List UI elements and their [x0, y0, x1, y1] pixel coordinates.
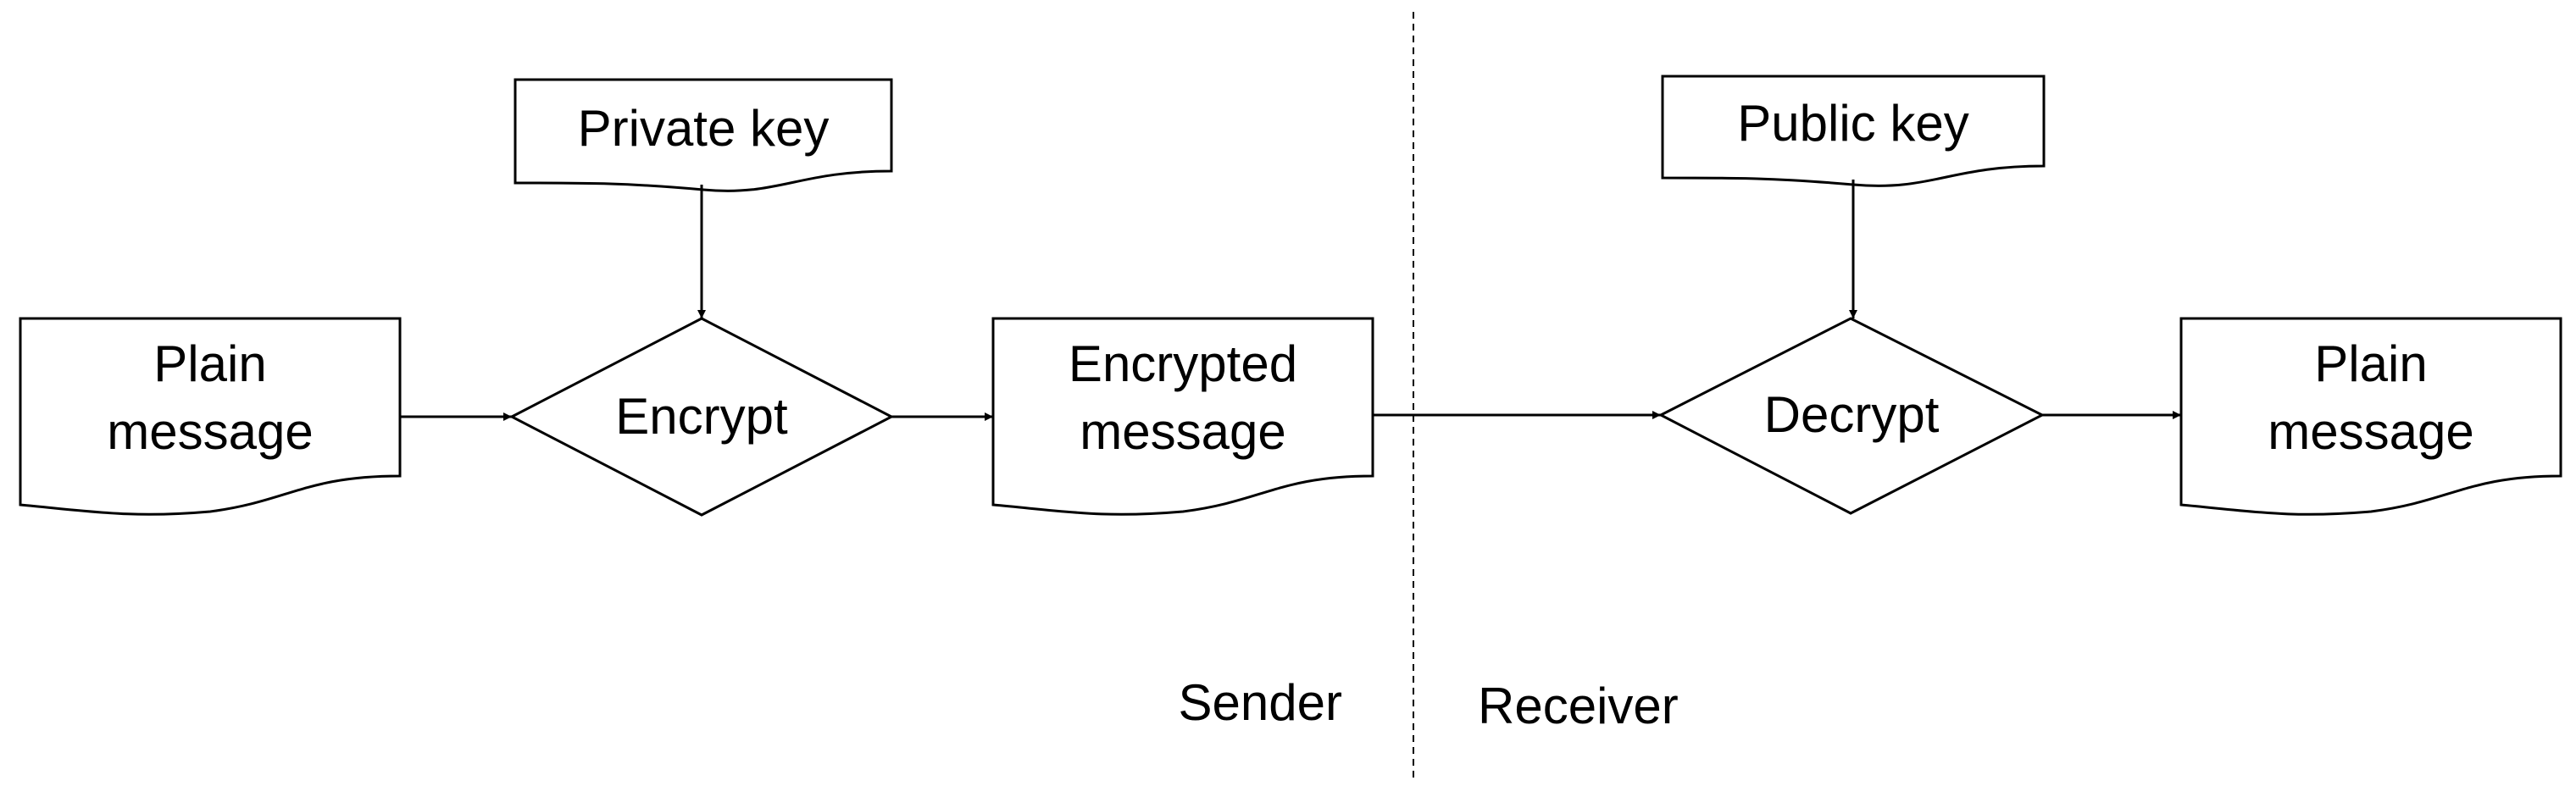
plain-message-source-line-2: message: [107, 403, 313, 460]
encrypted-message-line-1: Encrypted: [1069, 335, 1297, 392]
encrypt-label: Encrypt: [615, 388, 788, 445]
encrypted-message-line-2: message: [1080, 403, 1285, 460]
plain-message-result-line-2: message: [2268, 403, 2473, 460]
private-key-label: Private key: [578, 100, 830, 157]
plain-message-result-line-1: Plain: [2314, 335, 2427, 392]
encrypted-message-document: [991, 317, 1374, 516]
receiver-label: Receiver: [1478, 678, 1679, 734]
decrypt-label: Decrypt: [1764, 386, 1940, 443]
sender-label: Sender: [1179, 674, 1342, 731]
private-key-document: [514, 78, 893, 192]
plain-message-source-document: [19, 317, 402, 516]
plain-message-result-document: [2179, 317, 2562, 516]
plain-message-source-line-1: Plain: [153, 335, 266, 392]
public-key-label: Public key: [1737, 95, 1968, 152]
